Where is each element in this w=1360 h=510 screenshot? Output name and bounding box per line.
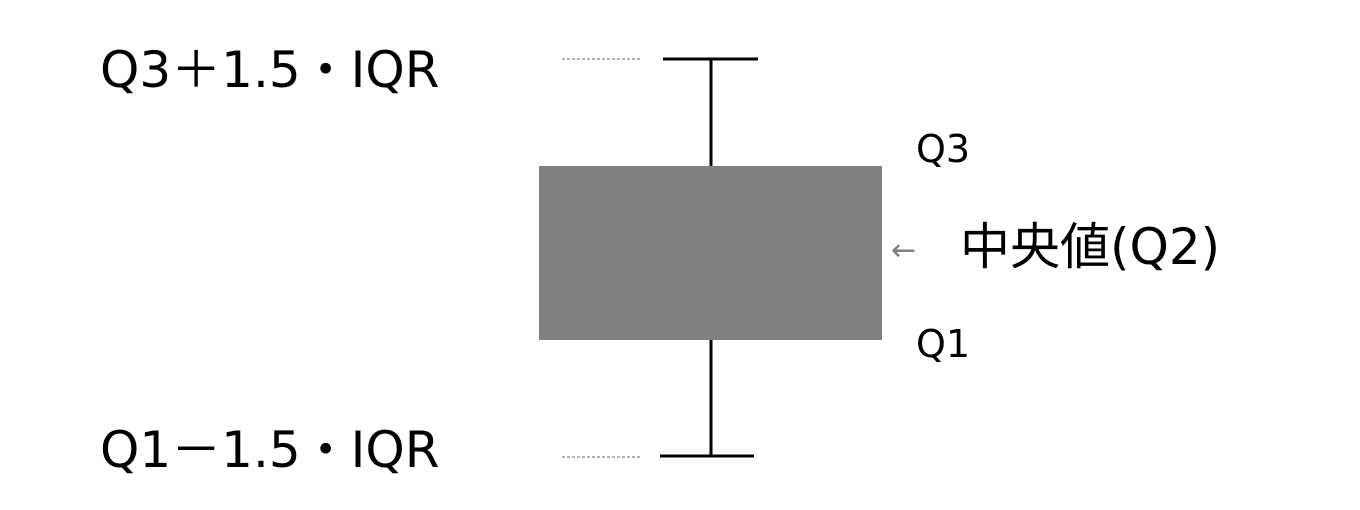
q1-label: Q1 xyxy=(916,322,971,366)
iqr-box xyxy=(539,166,882,340)
q3-label: Q3 xyxy=(916,127,971,171)
lower-fence-label: Q1－1.5・IQR xyxy=(100,421,440,479)
upper-fence-label: Q3＋1.5・IQR xyxy=(100,41,440,99)
median-arrow-icon: ← xyxy=(891,233,917,268)
median-label: 中央値(Q2) xyxy=(960,218,1221,276)
